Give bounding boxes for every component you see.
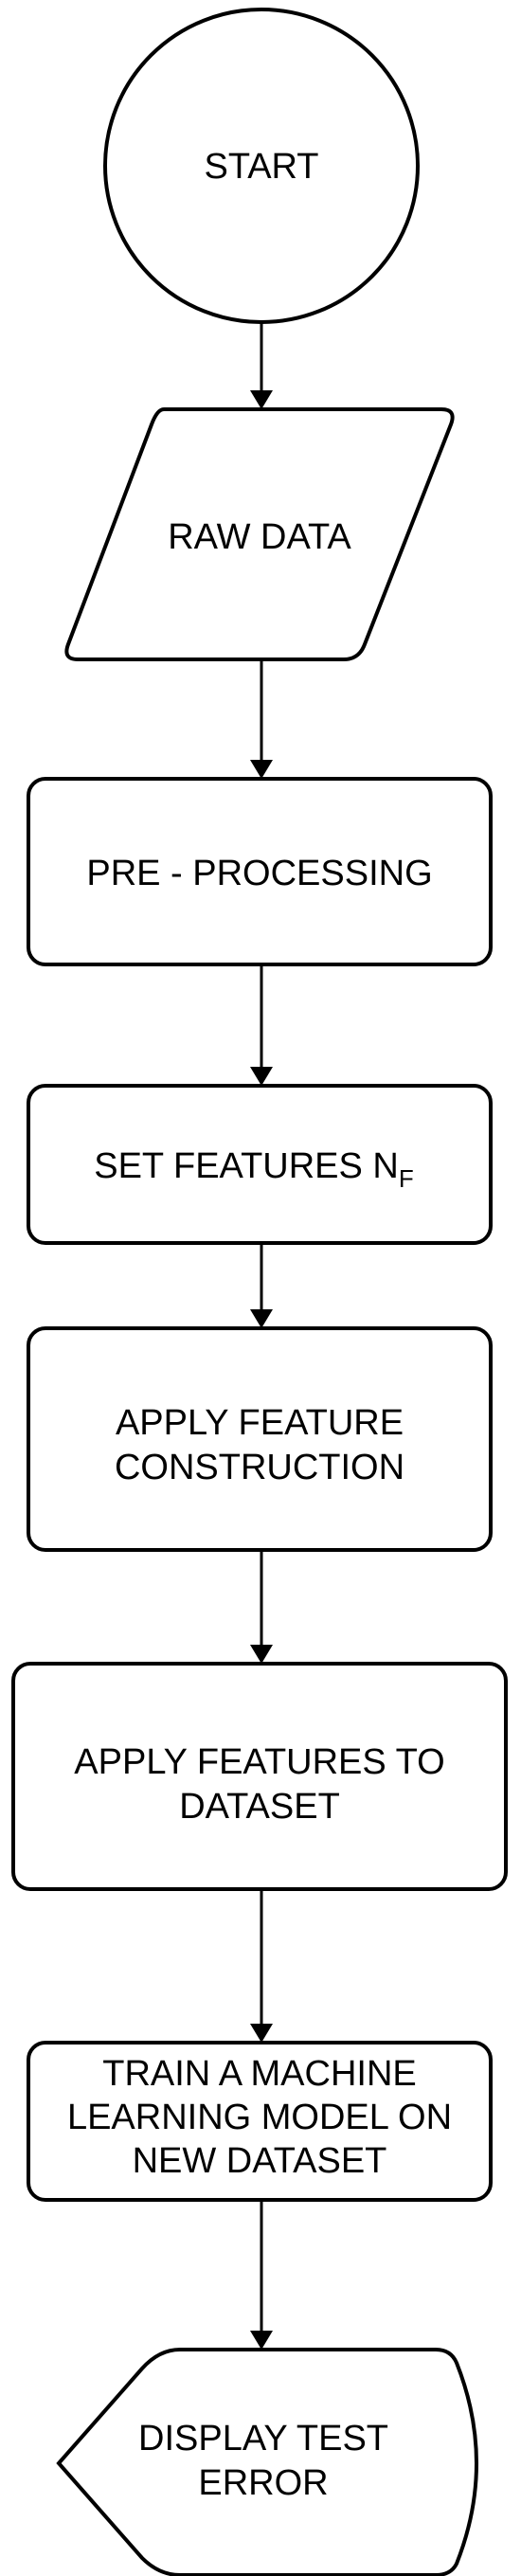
apply-feature-construction-box bbox=[27, 1326, 493, 1552]
display-test-error-shape bbox=[56, 2348, 478, 2576]
start-circle bbox=[103, 8, 420, 324]
node-display-test-error: DISPLAY TEST ERROR bbox=[56, 2348, 478, 2576]
apply-features-to-dataset-line-1: APPLY FEATURES TO bbox=[74, 1742, 444, 1782]
connector-train-model-to-display-test-error bbox=[250, 2200, 273, 2350]
train-model-line-1: TRAIN A MACHINE bbox=[102, 2054, 417, 2094]
pre-processing-box bbox=[27, 777, 493, 966]
train-model-line-3: NEW DATASET bbox=[133, 2141, 387, 2181]
connector-raw-data-to-pre-processing bbox=[250, 659, 273, 779]
train-model-line-2: LEARNING MODEL ON bbox=[67, 2098, 452, 2137]
pre-processing-label: PRE - PROCESSING bbox=[86, 854, 432, 893]
set-features-label-subscript: F bbox=[399, 1164, 414, 1193]
apply-feature-construction-line-2: CONSTRUCTION bbox=[115, 1448, 404, 1487]
node-apply-feature-construction: APPLY FEATURE CONSTRUCTION bbox=[27, 1326, 493, 1552]
raw-data-label: RAW DATA bbox=[168, 517, 351, 557]
display-test-error-line-2: ERROR bbox=[198, 2463, 328, 2503]
raw-data-parallelogram bbox=[64, 407, 455, 661]
set-features-label-main: SET FEATURES N bbox=[94, 1146, 399, 1186]
display-test-error-line-1: DISPLAY TEST bbox=[138, 2419, 388, 2459]
connector-pre-processing-to-set-features bbox=[250, 964, 273, 1086]
node-start: START bbox=[103, 8, 420, 324]
train-model-box bbox=[27, 2041, 493, 2202]
set-features-label: SET FEATURES NF bbox=[94, 1146, 414, 1193]
node-set-features: SET FEATURES NF bbox=[27, 1084, 493, 1245]
start-label: START bbox=[204, 147, 318, 187]
apply-feature-construction-line-1: APPLY FEATURE bbox=[116, 1403, 404, 1443]
connector-set-features-to-apply-feature-construction bbox=[250, 1243, 273, 1328]
connector-construction-to-apply-features-to-dataset bbox=[250, 1550, 273, 1664]
connector-dataset-to-train-model bbox=[250, 1889, 273, 2043]
apply-features-to-dataset-line-2: DATASET bbox=[179, 1787, 340, 1827]
node-pre-processing: PRE - PROCESSING bbox=[27, 777, 493, 966]
set-features-box bbox=[27, 1084, 493, 1245]
node-raw-data: RAW DATA bbox=[64, 407, 455, 661]
node-apply-features-to-dataset: APPLY FEATURES TO DATASET bbox=[11, 1662, 508, 1891]
flowchart-connectors bbox=[250, 322, 273, 2350]
connector-start-to-raw-data bbox=[250, 322, 273, 409]
apply-features-to-dataset-box bbox=[11, 1662, 508, 1891]
node-train-model: TRAIN A MACHINE LEARNING MODEL ON NEW DA… bbox=[27, 2041, 493, 2202]
